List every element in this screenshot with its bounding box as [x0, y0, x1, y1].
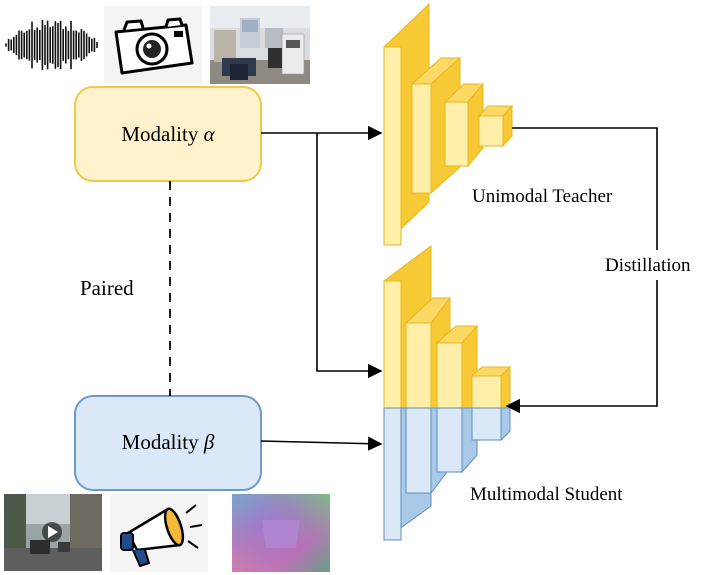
- alpha-to-student-arrow: [316, 133, 383, 379]
- camera-icon: [104, 6, 202, 84]
- student-label: Multimodal Student: [470, 484, 623, 505]
- modality-alpha-box: [74, 86, 262, 182]
- rgb-room-photo: [210, 6, 310, 84]
- unimodal-teacher-network: [383, 2, 514, 247]
- distillation-label: Distillation: [605, 255, 691, 276]
- street-video-thumbnail: [4, 494, 102, 571]
- distillation-label-bg: [603, 250, 705, 280]
- modality-alpha-label: Modality α: [121, 122, 215, 146]
- modality-beta-label: Modality β: [122, 430, 215, 454]
- modality-beta-box: [74, 395, 262, 491]
- audio-waveform-icon: [5, 20, 98, 70]
- megaphone-icon: [110, 494, 208, 572]
- beta-to-student-arrow: [260, 436, 383, 451]
- paired-label: Paired: [80, 276, 134, 300]
- teacher-label: Unimodal Teacher: [472, 186, 613, 207]
- depth-normal-map: [232, 494, 330, 572]
- multimodal-student-network: [383, 245, 512, 541]
